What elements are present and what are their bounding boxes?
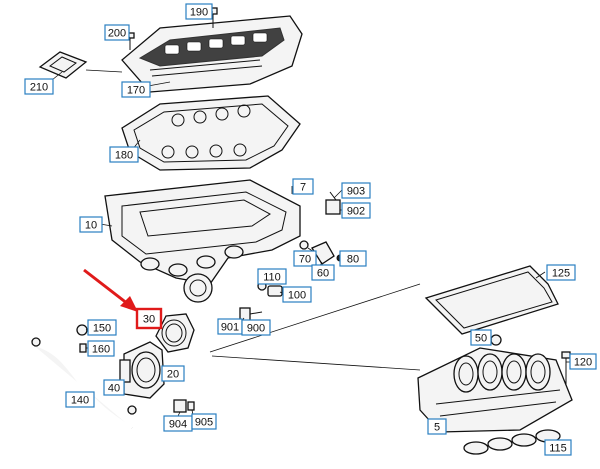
callout-10: 10 (79, 216, 103, 233)
svg-text:210: 210 (30, 82, 48, 94)
callout-labels: 190 200 210 170 180 7 903 902 (24, 3, 597, 456)
svg-text:7: 7 (300, 182, 306, 194)
nut-150 (76, 324, 88, 336)
svg-text:150: 150 (93, 323, 111, 335)
svg-text:902: 902 (347, 206, 365, 218)
callout-170: 170 (121, 81, 151, 98)
callout-115: 115 (544, 439, 572, 456)
callout-160: 160 (87, 340, 115, 357)
svg-text:115: 115 (549, 443, 567, 455)
callout-5: 5 (427, 418, 447, 435)
svg-text:903: 903 (347, 186, 365, 198)
svg-text:900: 900 (247, 323, 265, 335)
svg-text:5: 5 (434, 422, 440, 434)
svg-text:904: 904 (169, 419, 187, 431)
callout-80: 80 (339, 250, 367, 267)
sensor-902 (325, 191, 341, 215)
callout-210: 210 (24, 78, 54, 95)
gaskets-115 (463, 429, 561, 455)
callout-180: 180 (109, 146, 139, 163)
callout-150: 150 (87, 319, 117, 336)
hose-140 (31, 337, 137, 430)
svg-text:901: 901 (221, 322, 239, 334)
svg-text:50: 50 (475, 333, 487, 345)
svg-text:100: 100 (288, 290, 306, 302)
throttle-body-20 (119, 341, 165, 399)
callout-140: 140 (65, 391, 95, 408)
nut-50 (490, 334, 502, 346)
lower-intake-5 (417, 347, 573, 433)
callout-100: 100 (282, 286, 312, 303)
engine-cover (121, 15, 303, 93)
svg-text:180: 180 (115, 150, 133, 162)
svg-text:120: 120 (574, 357, 592, 369)
svg-text:80: 80 (347, 254, 359, 266)
svg-text:190: 190 (190, 7, 208, 19)
callout-50: 50 (470, 329, 492, 346)
svg-text:110: 110 (263, 272, 281, 284)
gasket-125 (424, 265, 559, 335)
callout-70: 70 (293, 250, 317, 267)
sensor-904 (173, 399, 195, 413)
callout-30: 30 (135, 307, 163, 330)
svg-text:20: 20 (167, 369, 179, 381)
svg-text:70: 70 (299, 254, 311, 266)
svg-text:160: 160 (92, 344, 110, 356)
svg-text:170: 170 (127, 85, 145, 97)
callout-110: 110 (257, 268, 287, 285)
svg-text:40: 40 (108, 383, 120, 395)
bolt-160 (79, 343, 87, 353)
callout-120: 120 (569, 353, 597, 370)
callout-60: 60 (311, 264, 335, 281)
svg-text:30: 30 (143, 314, 155, 326)
callout-901: 901 (217, 318, 243, 335)
svg-text:200: 200 (108, 28, 126, 40)
callout-7: 7 (292, 178, 314, 195)
gasket-180 (121, 95, 301, 171)
callout-125: 125 (546, 264, 576, 281)
svg-text:10: 10 (85, 220, 97, 232)
callout-900: 900 (241, 319, 271, 336)
callout-20: 20 (161, 365, 185, 382)
svg-text:60: 60 (317, 268, 329, 280)
callout-902: 902 (341, 202, 371, 219)
callout-903: 903 (341, 182, 371, 199)
callout-190: 190 (185, 3, 213, 20)
pad-210 (38, 51, 88, 79)
callout-40: 40 (103, 379, 125, 396)
callout-200: 200 (104, 24, 130, 41)
callout-905: 905 (191, 413, 217, 430)
intake-manifold-10 (104, 179, 301, 303)
highlight-arrow (83, 268, 138, 312)
svg-text:125: 125 (552, 268, 570, 280)
svg-text:140: 140 (71, 395, 89, 407)
gasket-ring-30 (155, 313, 195, 353)
svg-text:905: 905 (195, 417, 213, 429)
callout-904: 904 (163, 415, 193, 432)
